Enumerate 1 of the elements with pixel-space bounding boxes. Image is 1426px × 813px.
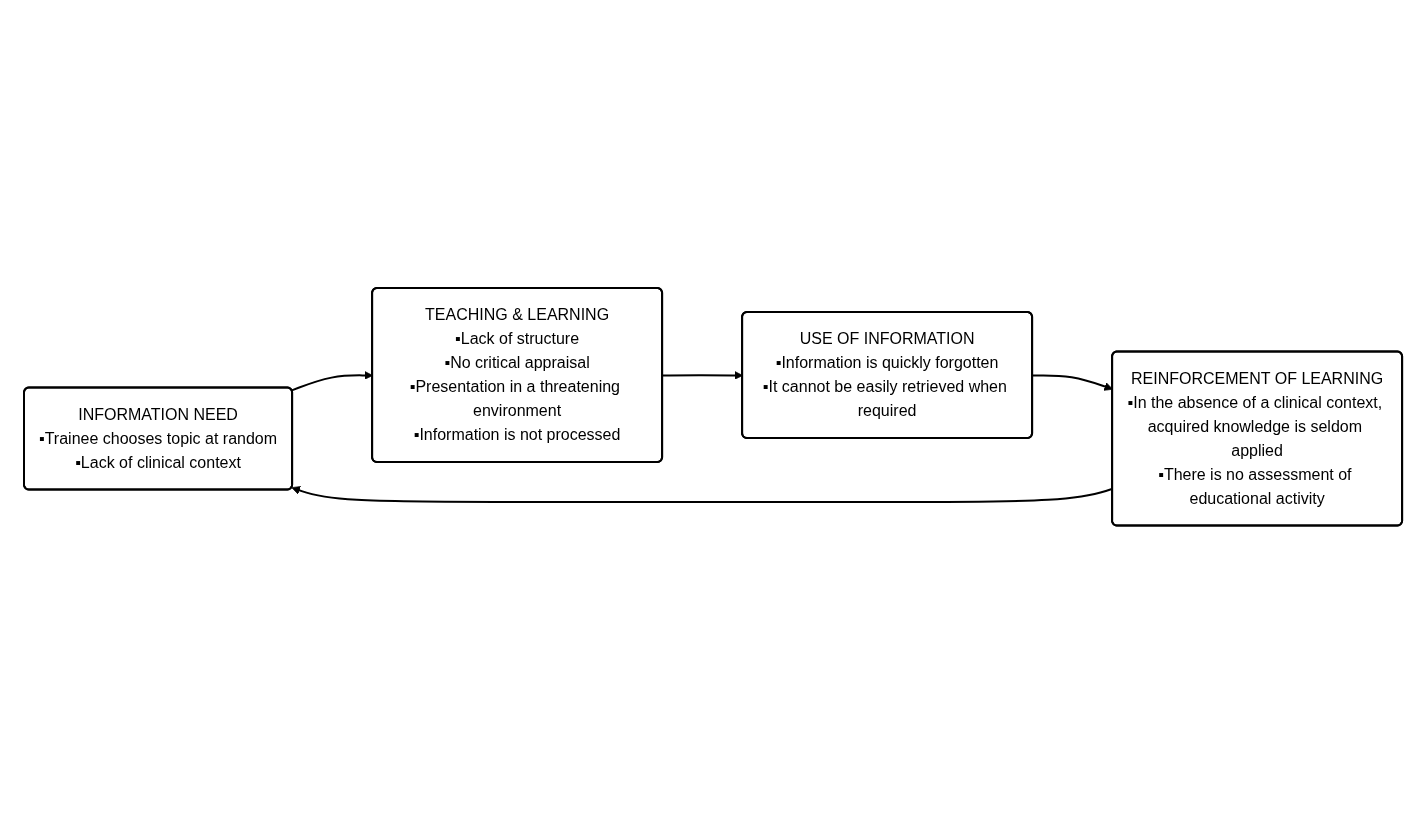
arrow (290, 370, 373, 392)
